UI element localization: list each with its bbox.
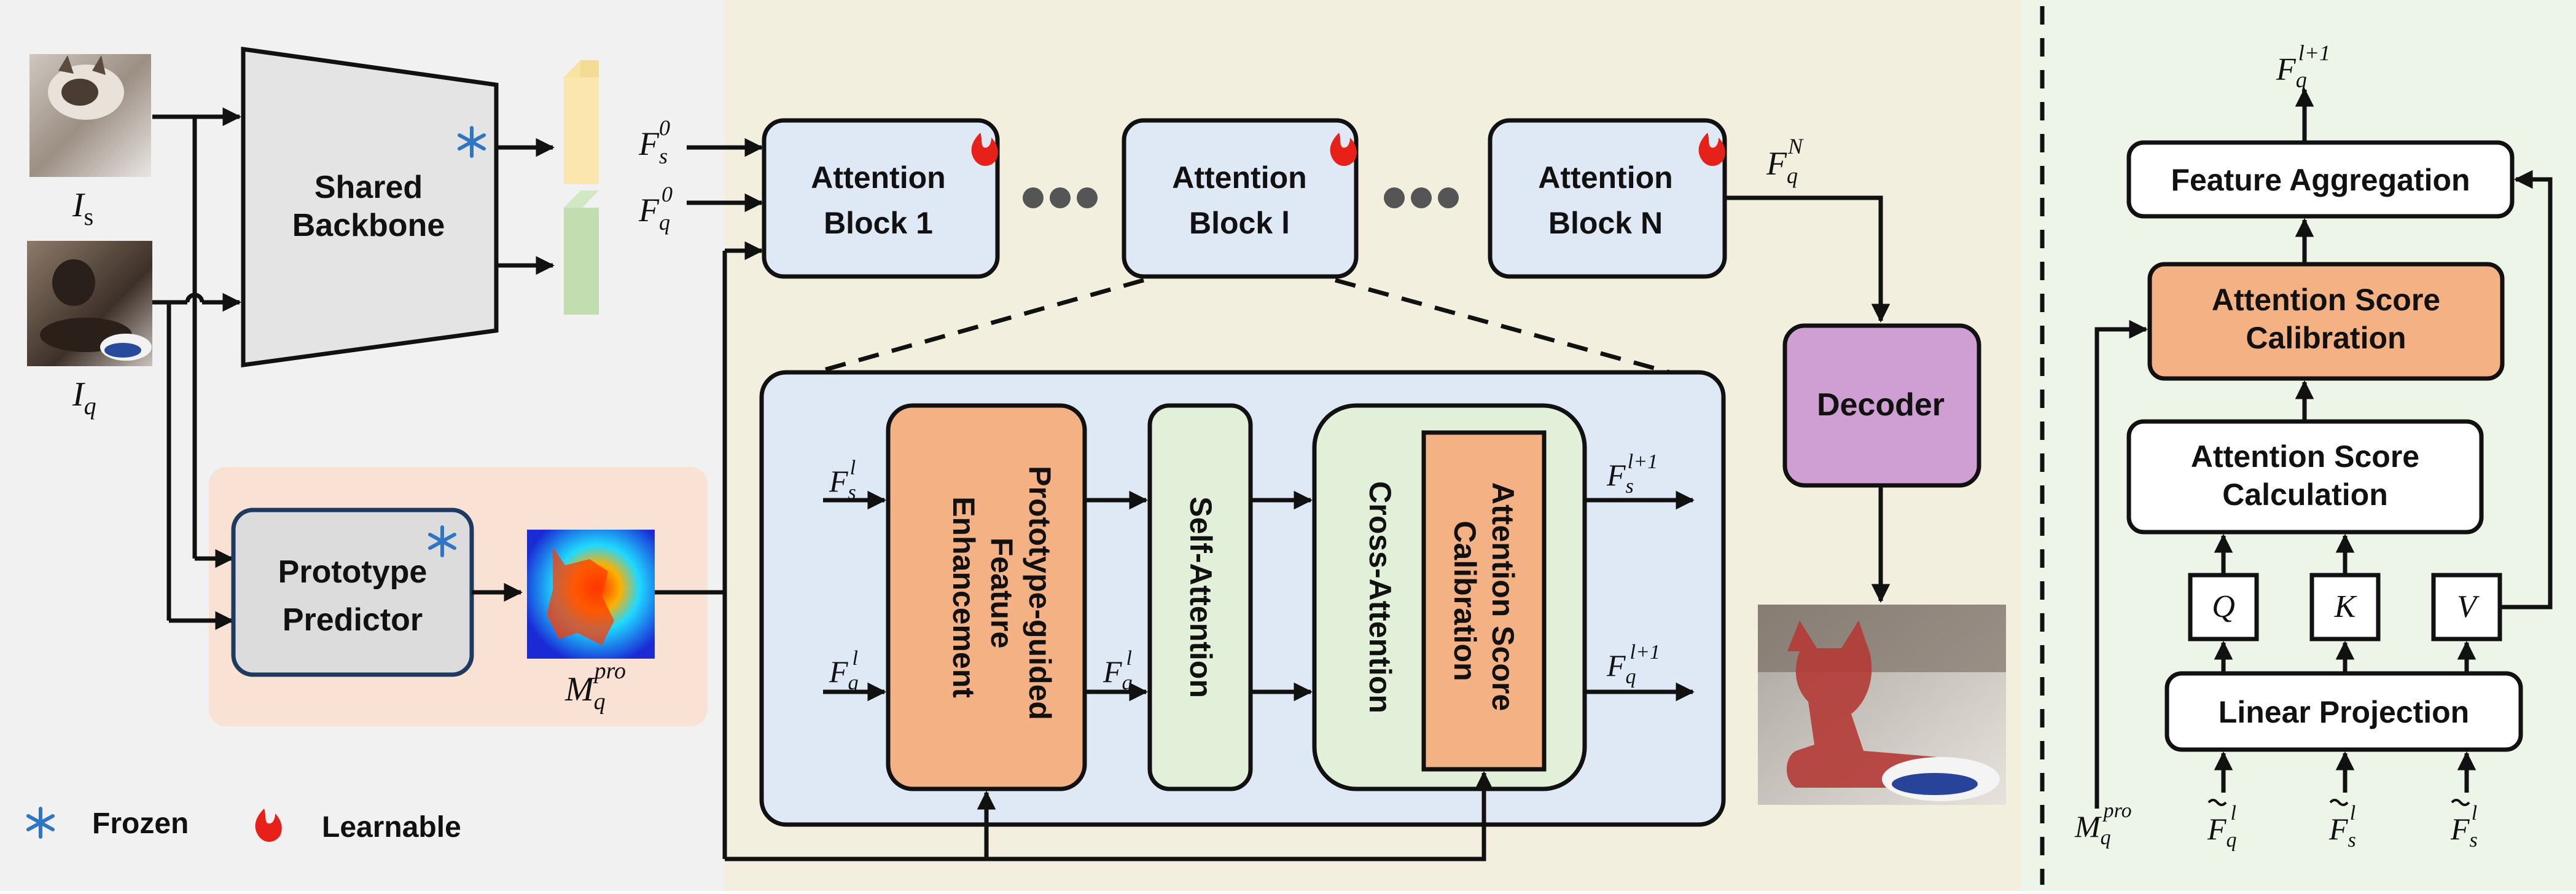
blockl-line1: Attention [1172,160,1306,195]
query-image-label: Iq [72,375,96,420]
rp-ascalc [2126,419,2484,535]
snowflake-icon [26,807,55,839]
prototype-heatmap [527,530,655,659]
detail-in-fs: Fsl [829,457,856,504]
detail-mid-fq: Fql [1103,647,1133,694]
legend: Frozen Learnable [26,807,461,844]
rp-in-fq: Fql [2207,802,2237,852]
input-connectors [152,107,242,630]
detail-arrows [725,490,1695,861]
support-image [29,54,151,177]
right-panel-arrows [2094,87,2553,809]
query-feature-block [564,190,599,315]
query-image [27,241,152,366]
k-label: K [2334,589,2357,624]
k-box [2309,573,2381,641]
backbone-label-line2: Backbone [292,208,445,243]
asc-inner-box [1421,430,1547,772]
ellipsis-dots [1023,187,1459,208]
block1-line2: Block 1 [824,206,933,240]
blockn-line2: Block N [1548,206,1663,240]
attention-block-l: Attention Block l [1122,118,1359,279]
legend-learnable: Learnable [322,811,461,844]
block1-inputs [687,138,764,859]
feature-aggregation-label: Feature Aggregation [2171,163,2470,197]
blockn-line1: Attention [1538,160,1672,195]
rp-asc [2147,262,2505,381]
rp-asc-line1: Attention Score [2212,283,2440,317]
backbone-out-connectors [496,138,555,275]
pp-line1: Prototype [278,554,427,590]
self-attention-label: Self-Attention [1184,496,1218,698]
legend-frozen: Frozen [92,807,189,840]
rp-asc-line2: Calibration [2246,321,2406,355]
v-label: V [2457,589,2480,624]
fqN-label: FqN [1766,134,1804,188]
self-attention: Self-Attention [1147,403,1253,791]
fq0-label: Fq0 [638,182,673,235]
flame-icon [255,809,282,842]
shared-backbone [241,46,499,368]
zoom-lines [802,278,1684,378]
rp-ascalc-line2: Calculation [2222,477,2387,512]
rp-top-out: Fql+1 [2276,41,2330,92]
right-panel: Fql+1 Feature Aggregation Attention Scor… [2074,41,2553,852]
cross-attention-label: Cross-Attention [1363,481,1397,713]
asc-inner-label: Attention Score Calibration [1448,482,1520,720]
v-box [2431,573,2502,641]
tilde-marks [2207,799,2470,806]
cross-attention: Cross-Attention Attention Score Calibrat… [1312,403,1587,791]
rp-in-fs1: Fsl [2328,802,2356,852]
detail-out-fq: Fql+1 [1606,641,1660,688]
snowflake-icon [428,525,456,557]
attention-block-n: Attention Block N [1488,118,1727,279]
rp-in-m: Mqpro [2074,799,2132,849]
attention-block-1: Attention Block 1 [762,118,1000,279]
snowflake-icon [458,126,486,158]
pfe-label: Prototype-guided Feature Enhancement [946,466,1057,729]
support-image-label: Is [72,186,93,230]
rp-ascalc-line1: Attention Score [2191,439,2419,474]
prototype-predictor: Prototype Predictor [231,508,474,677]
decoder-block: Decoder [1782,323,1981,488]
blockl-line2: Block l [1189,206,1290,240]
fs0-label: Fs0 [638,116,670,168]
detail-in-fq: Fql [829,647,859,694]
prototype-guided-feature-enhancement: Prototype-guided Feature Enhancement [886,403,1087,791]
linear-projection-label: Linear Projection [2219,695,2469,729]
mpro-label: Mqpro [564,658,626,715]
detail-out-fs: Fsl+1 [1606,450,1658,498]
support-feature-block [564,60,599,184]
block1-line1: Attention [811,160,945,195]
decoder-label: Decoder [1817,387,1945,423]
output-image [1758,605,2006,805]
pp-line2: Predictor [283,602,423,638]
rp-in-fs2: Fsl [2450,802,2478,852]
q-label: Q [2212,589,2235,624]
decoder-connector [1725,195,1891,603]
backbone-label-line1: Shared [314,170,423,205]
feature-aggregation [2126,140,2515,219]
